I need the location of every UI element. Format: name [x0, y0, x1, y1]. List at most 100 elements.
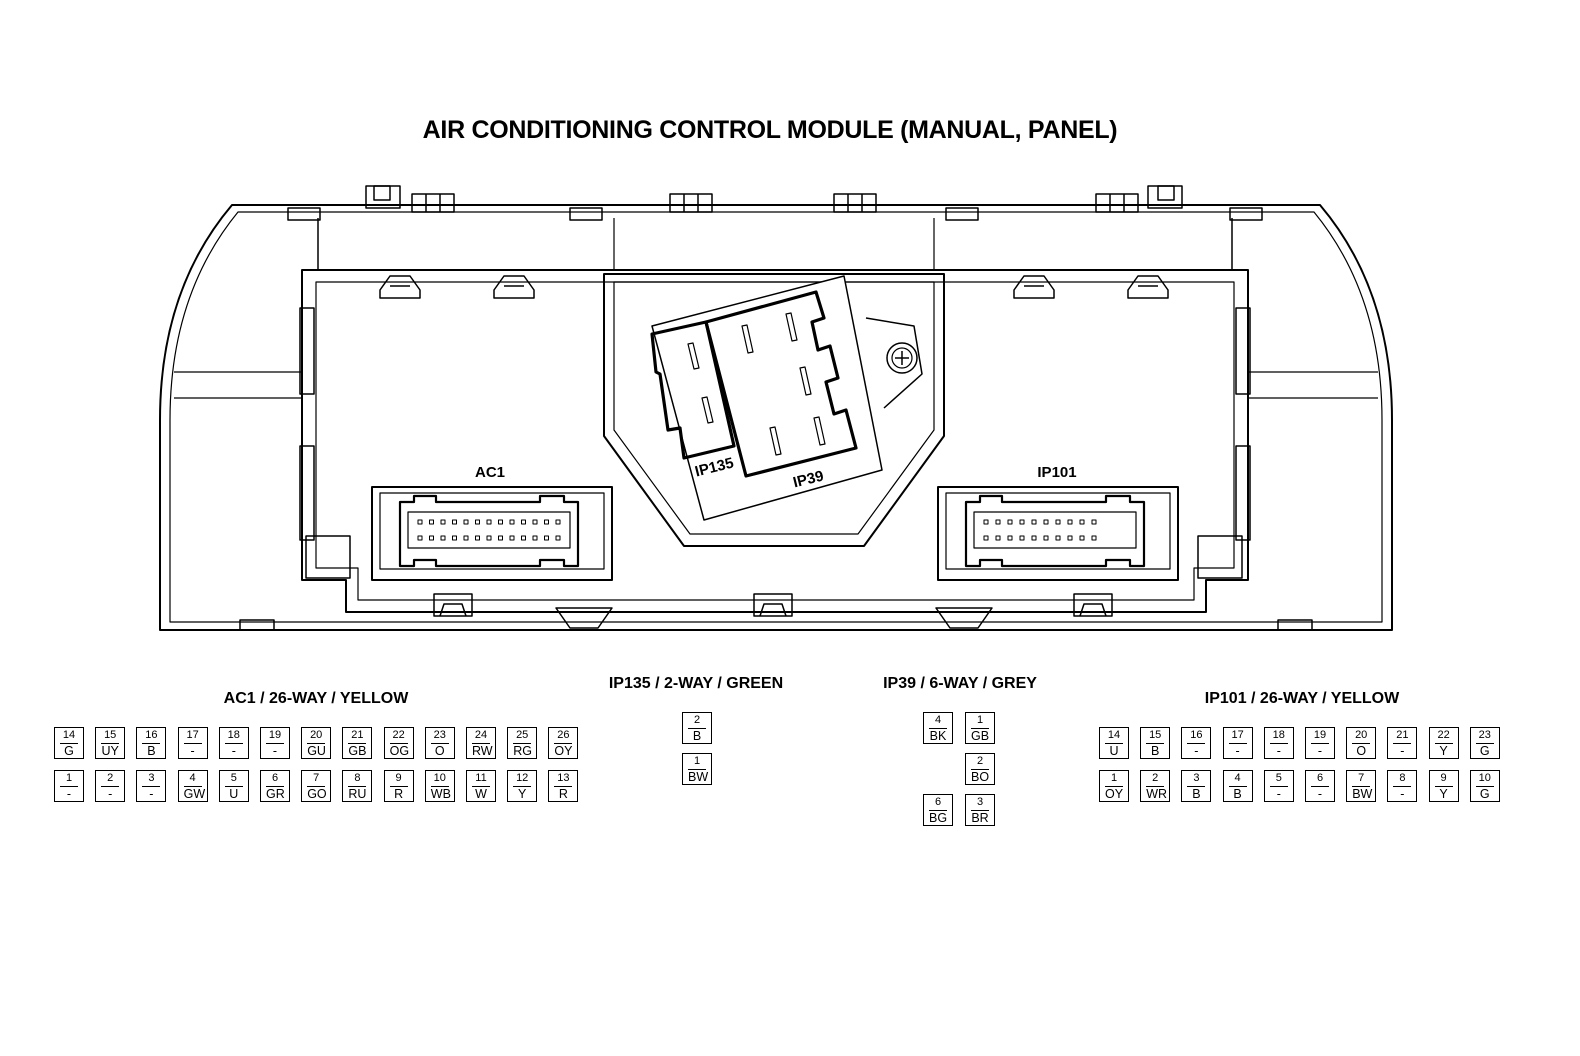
- pin-number: 16: [1190, 729, 1203, 741]
- terminal-dot: [1007, 519, 1013, 525]
- terminal-dot: [1007, 535, 1013, 541]
- pin-number: 2: [976, 755, 984, 767]
- ip101-pin-8: 8-: [1387, 770, 1418, 802]
- wire-color: Y: [513, 786, 532, 801]
- terminal-dot: [544, 535, 549, 541]
- pin-number: 3: [976, 796, 984, 808]
- ac1-pin-19: 19-: [260, 727, 290, 759]
- pin-number: 26: [557, 729, 570, 741]
- terminal-dot: [532, 519, 538, 525]
- pin-number: 18: [1272, 729, 1285, 741]
- ip101-pin-6: 6-: [1305, 770, 1335, 802]
- wire-color: B: [1146, 743, 1165, 758]
- pin-number: 21: [1396, 729, 1409, 741]
- pin-number: 1: [1110, 772, 1118, 784]
- pin-number: 23: [1478, 729, 1491, 741]
- terminal-dot: [509, 535, 515, 541]
- terminal-dot: [1019, 535, 1025, 541]
- pin-number: 2: [1152, 772, 1159, 784]
- pin-number: 17: [186, 729, 199, 741]
- pin-number: 4: [1234, 772, 1241, 784]
- wire-color: RG: [513, 743, 532, 758]
- pin-number: 1: [65, 772, 73, 784]
- wire-color: GO: [307, 786, 327, 801]
- pin-number: 6: [934, 796, 942, 808]
- ip101-pin-5: 5-: [1263, 770, 1294, 802]
- wire-color: BK: [929, 728, 947, 743]
- pin-number: 5: [1275, 772, 1282, 784]
- ip101-pin-19: 19-: [1305, 727, 1335, 759]
- wire-color: W: [472, 786, 490, 801]
- wire-color: GB: [348, 743, 367, 758]
- ip39-connector-title: IP39 / 6-WAY / GREY: [883, 675, 1037, 692]
- wire-color: -: [183, 743, 202, 758]
- ip101-connector-drawing: [937, 486, 1179, 581]
- terminal-dot: [463, 519, 469, 525]
- terminal-dot: [555, 535, 561, 541]
- ac1-pin-1: 1-: [54, 770, 84, 802]
- terminal-dot: [555, 519, 561, 525]
- wire-color: BR: [971, 810, 989, 825]
- ip39-label: IP39: [791, 467, 825, 491]
- terminal-dot: [475, 519, 480, 525]
- inner-panel: [301, 269, 1249, 613]
- ip135-connector-title: IP135 / 2-WAY / GREEN: [608, 675, 784, 692]
- wire-color: G: [60, 743, 78, 758]
- pin-number: 6: [271, 772, 279, 784]
- terminal-dot: [1043, 519, 1049, 525]
- wire-color: RW: [472, 743, 493, 758]
- terminal-dot: [1055, 535, 1061, 541]
- pin-number: 19: [1313, 729, 1327, 741]
- pin-number: 2: [693, 714, 701, 726]
- terminal-dot: [1091, 519, 1097, 525]
- pin-number: 8: [354, 772, 361, 784]
- terminal-dot: [429, 535, 434, 541]
- ip101-connector-title: IP101 / 26-WAY / YELLOW: [1204, 690, 1400, 707]
- wire-color: GW: [183, 786, 206, 801]
- terminal-dot: [544, 519, 549, 525]
- ip101-label: IP101: [1037, 464, 1076, 481]
- wire-color: -: [1269, 743, 1288, 758]
- pin-number: 21: [351, 729, 364, 741]
- terminal-dot: [532, 535, 538, 541]
- ac1-connector-drawing: [371, 486, 613, 581]
- wire-color: BG: [929, 810, 948, 825]
- pin-number: 22: [1437, 729, 1450, 741]
- pin-number: 7: [1358, 772, 1365, 784]
- ac1-label: AC1: [475, 464, 505, 481]
- pin-number: 19: [268, 729, 282, 741]
- wire-color: RU: [348, 786, 367, 801]
- wire-color: BW: [688, 769, 709, 784]
- pin-number: 2: [107, 772, 114, 784]
- wire-color: -: [1311, 786, 1329, 801]
- terminal-dot: [1079, 519, 1085, 525]
- terminal-dot: [1019, 519, 1025, 525]
- wire-color: GU: [307, 743, 326, 758]
- wire-color: -: [1187, 743, 1206, 758]
- pin-number: 10: [1478, 772, 1491, 784]
- wire-color: B: [142, 743, 161, 758]
- wire-color: -: [1228, 743, 1247, 758]
- pin-number: 14: [1107, 729, 1121, 741]
- wire-color: -: [60, 786, 78, 801]
